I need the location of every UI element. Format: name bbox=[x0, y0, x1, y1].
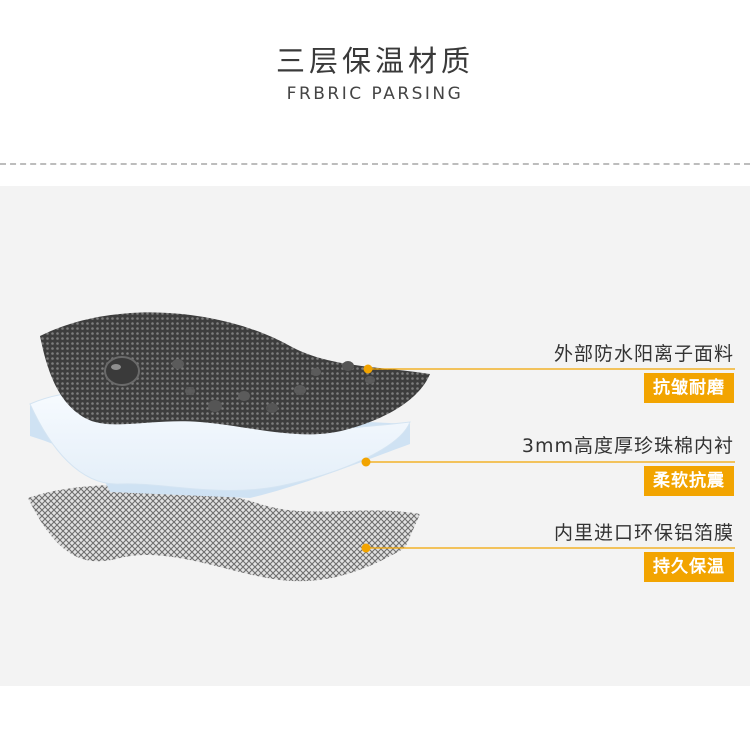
layer-feature-badge-outer: 抗皱耐磨 bbox=[644, 373, 734, 403]
layers-illustration bbox=[28, 312, 735, 582]
layer-name-inner: 内里进口环保铝箔膜 bbox=[553, 522, 734, 544]
page-subtitle: FRBRIC PARSING bbox=[286, 84, 464, 104]
page-title: 三层保温材质 bbox=[275, 44, 474, 78]
leader-lines bbox=[361, 364, 735, 553]
foil-layer bbox=[28, 484, 420, 582]
dashed-divider bbox=[0, 163, 750, 165]
header: 三层保温材质 FRBRIC PARSING bbox=[0, 0, 750, 160]
layer-feature-badge-middle: 柔软抗震 bbox=[644, 466, 734, 496]
waterproof-fabric-layer bbox=[40, 312, 430, 435]
layer-name-middle: 3mm高度厚珍珠棉内衬 bbox=[521, 435, 734, 457]
layer-name-outer: 外部防水阳离子面料 bbox=[553, 343, 734, 365]
layer-feature-badge-inner: 持久保温 bbox=[644, 552, 734, 582]
water-droplets bbox=[104, 356, 375, 413]
